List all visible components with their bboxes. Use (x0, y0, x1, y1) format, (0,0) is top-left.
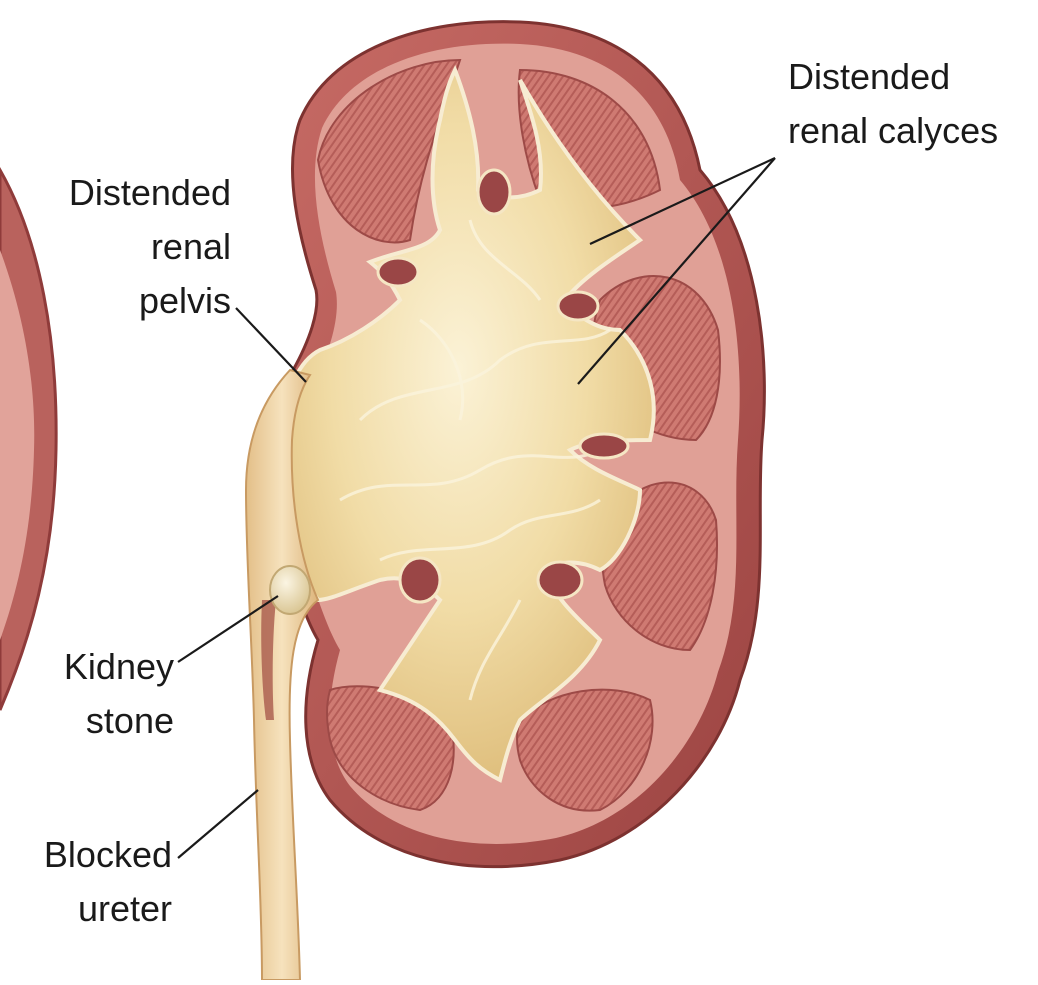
calyx-opening-top (478, 170, 510, 214)
label-ureter-line2: ureter (18, 882, 172, 936)
label-calyces-line1: Distended (788, 50, 998, 104)
label-pelvis-line3: pelvis (38, 274, 231, 328)
calyx-opening-right (580, 434, 628, 458)
label-stone-line1: Kidney (50, 640, 174, 694)
leader-pelvis (236, 308, 306, 382)
label-pelvis-line1: Distended (38, 166, 231, 220)
label-stone-line2: stone (50, 694, 174, 748)
label-distended-renal-calyces: Distended renal calyces (788, 50, 998, 158)
label-ureter-line1: Blocked (18, 828, 172, 882)
kidney-stone (270, 566, 310, 614)
calyx-opening-upper-right (558, 292, 598, 320)
label-kidney-stone: Kidney stone (50, 640, 174, 748)
calyx-opening-upper-left (378, 258, 418, 286)
label-pelvis-line2: renal (38, 220, 231, 274)
leader-ureter (178, 790, 258, 858)
calyx-opening-lower-right (538, 562, 582, 598)
label-calyces-line2: renal calyces (788, 104, 998, 158)
label-distended-renal-pelvis: Distended renal pelvis (38, 166, 231, 328)
calyx-opening-lower-left (400, 558, 440, 602)
label-blocked-ureter: Blocked ureter (18, 828, 172, 936)
